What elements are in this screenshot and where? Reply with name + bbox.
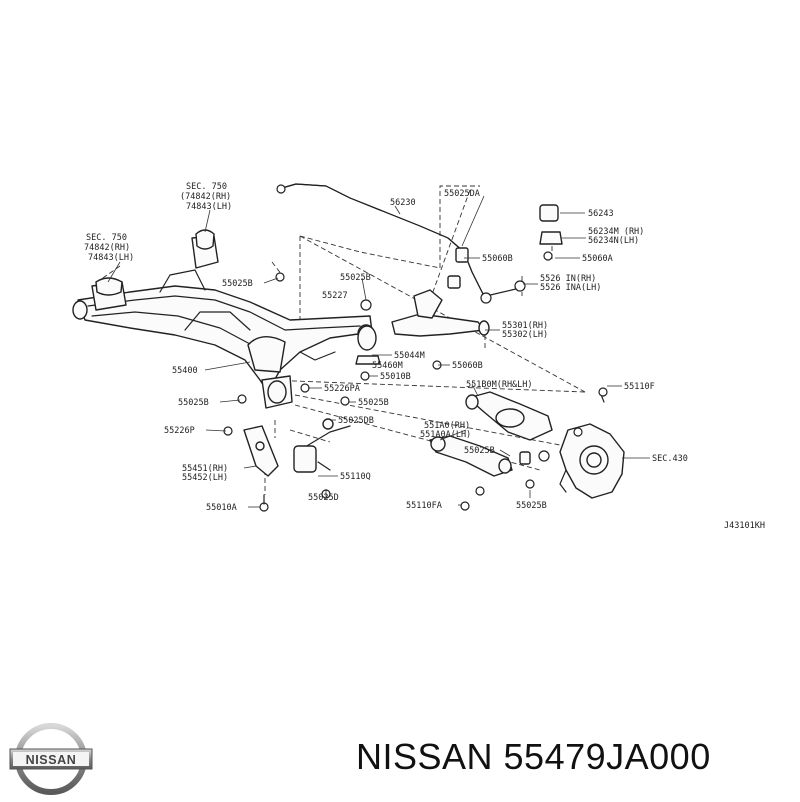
part-labels: SEC. 750 (74842(RH) 74843(LH) SEC. 750 7…: [84, 182, 765, 531]
label-55010b: 55010B: [380, 372, 411, 382]
label-74842-top: (74842(RH): [180, 192, 231, 202]
label-55010a: 55010A: [206, 503, 237, 513]
label-55044m: 55044M: [394, 351, 425, 361]
label-55460m: 55460M: [372, 361, 403, 371]
label-55110f: 55110F: [624, 382, 655, 392]
label-56234n: 56234N(LH): [588, 236, 639, 246]
label-55025b-a: 55025B: [222, 279, 253, 289]
label-55060b-top: 55060B: [482, 254, 513, 264]
label-55227: 55227: [322, 291, 348, 301]
label-sec750-top: SEC. 750: [186, 182, 227, 192]
stabilizer-bar: [276, 183, 487, 301]
label-55302: 55302(LH): [502, 330, 548, 340]
nissan-logo: NISSAN: [9, 723, 93, 795]
label-55060b: 55060B: [452, 361, 483, 371]
label-55452: 55452(LH): [182, 473, 228, 483]
label-sec430: SEC.430: [652, 454, 688, 464]
link-bracket: [223, 272, 535, 512]
label-55060a: 55060A: [582, 254, 613, 264]
rear-subframe: [72, 229, 375, 409]
label-55025b-b: 55025B: [340, 273, 371, 283]
label-sec750-left: SEC. 750: [86, 233, 127, 243]
label-55025b-f: 55025B: [516, 501, 547, 511]
leader-lines: [107, 195, 650, 508]
label-74843-top: 74843(LH): [186, 202, 232, 212]
label-55261na: 5526 INA(LH): [540, 283, 601, 293]
label-55261n: 5526 IN(RH): [540, 274, 596, 284]
label-55226pa: 55226PA: [324, 384, 360, 394]
label-55025da: 55025DA: [444, 189, 480, 199]
label-55025b-e: 55025B: [464, 446, 495, 456]
label-55226p: 55226P: [164, 426, 195, 436]
label-551b0m: 551B0M(RH&LH): [466, 380, 533, 390]
label-55025b-d: 55025B: [358, 398, 389, 408]
upper-link: [355, 289, 490, 381]
label-55025db: 55025DB: [338, 416, 374, 426]
label-55110q: 55110Q: [340, 472, 371, 482]
label-55451: 55451(RH): [182, 464, 228, 474]
label-56230: 56230: [390, 198, 416, 208]
assembly-guide-lines: [99, 185, 586, 495]
label-74843-left: 74843(LH): [88, 253, 134, 263]
logo-text: NISSAN: [26, 753, 77, 767]
stabilizer-link: [480, 280, 526, 304]
label-56234m: 56234M (RH): [588, 227, 644, 237]
transverse-link: [429, 435, 550, 477]
toe-link: [293, 418, 351, 499]
rear-knuckle: [559, 423, 625, 499]
label-56243: 56243: [588, 209, 614, 219]
label-551a0: 551A0(RH): [424, 421, 470, 431]
label-74842-left: 74842(RH): [84, 243, 130, 253]
label-55025d: 55025D: [308, 493, 339, 503]
stabilizer-bushing: [539, 204, 563, 261]
label-55400: 55400: [172, 366, 198, 376]
product-caption: NISSAN 55479JA000: [356, 736, 711, 777]
lower-link: [465, 387, 608, 441]
label-551a0a: 551A0A(LH): [420, 430, 471, 440]
label-55110fa: 55110FA: [406, 501, 442, 511]
label-55301: 55301(RH): [502, 321, 548, 331]
diagram-code: J43101KH: [724, 521, 765, 531]
label-55025b-c: 55025B: [178, 398, 209, 408]
